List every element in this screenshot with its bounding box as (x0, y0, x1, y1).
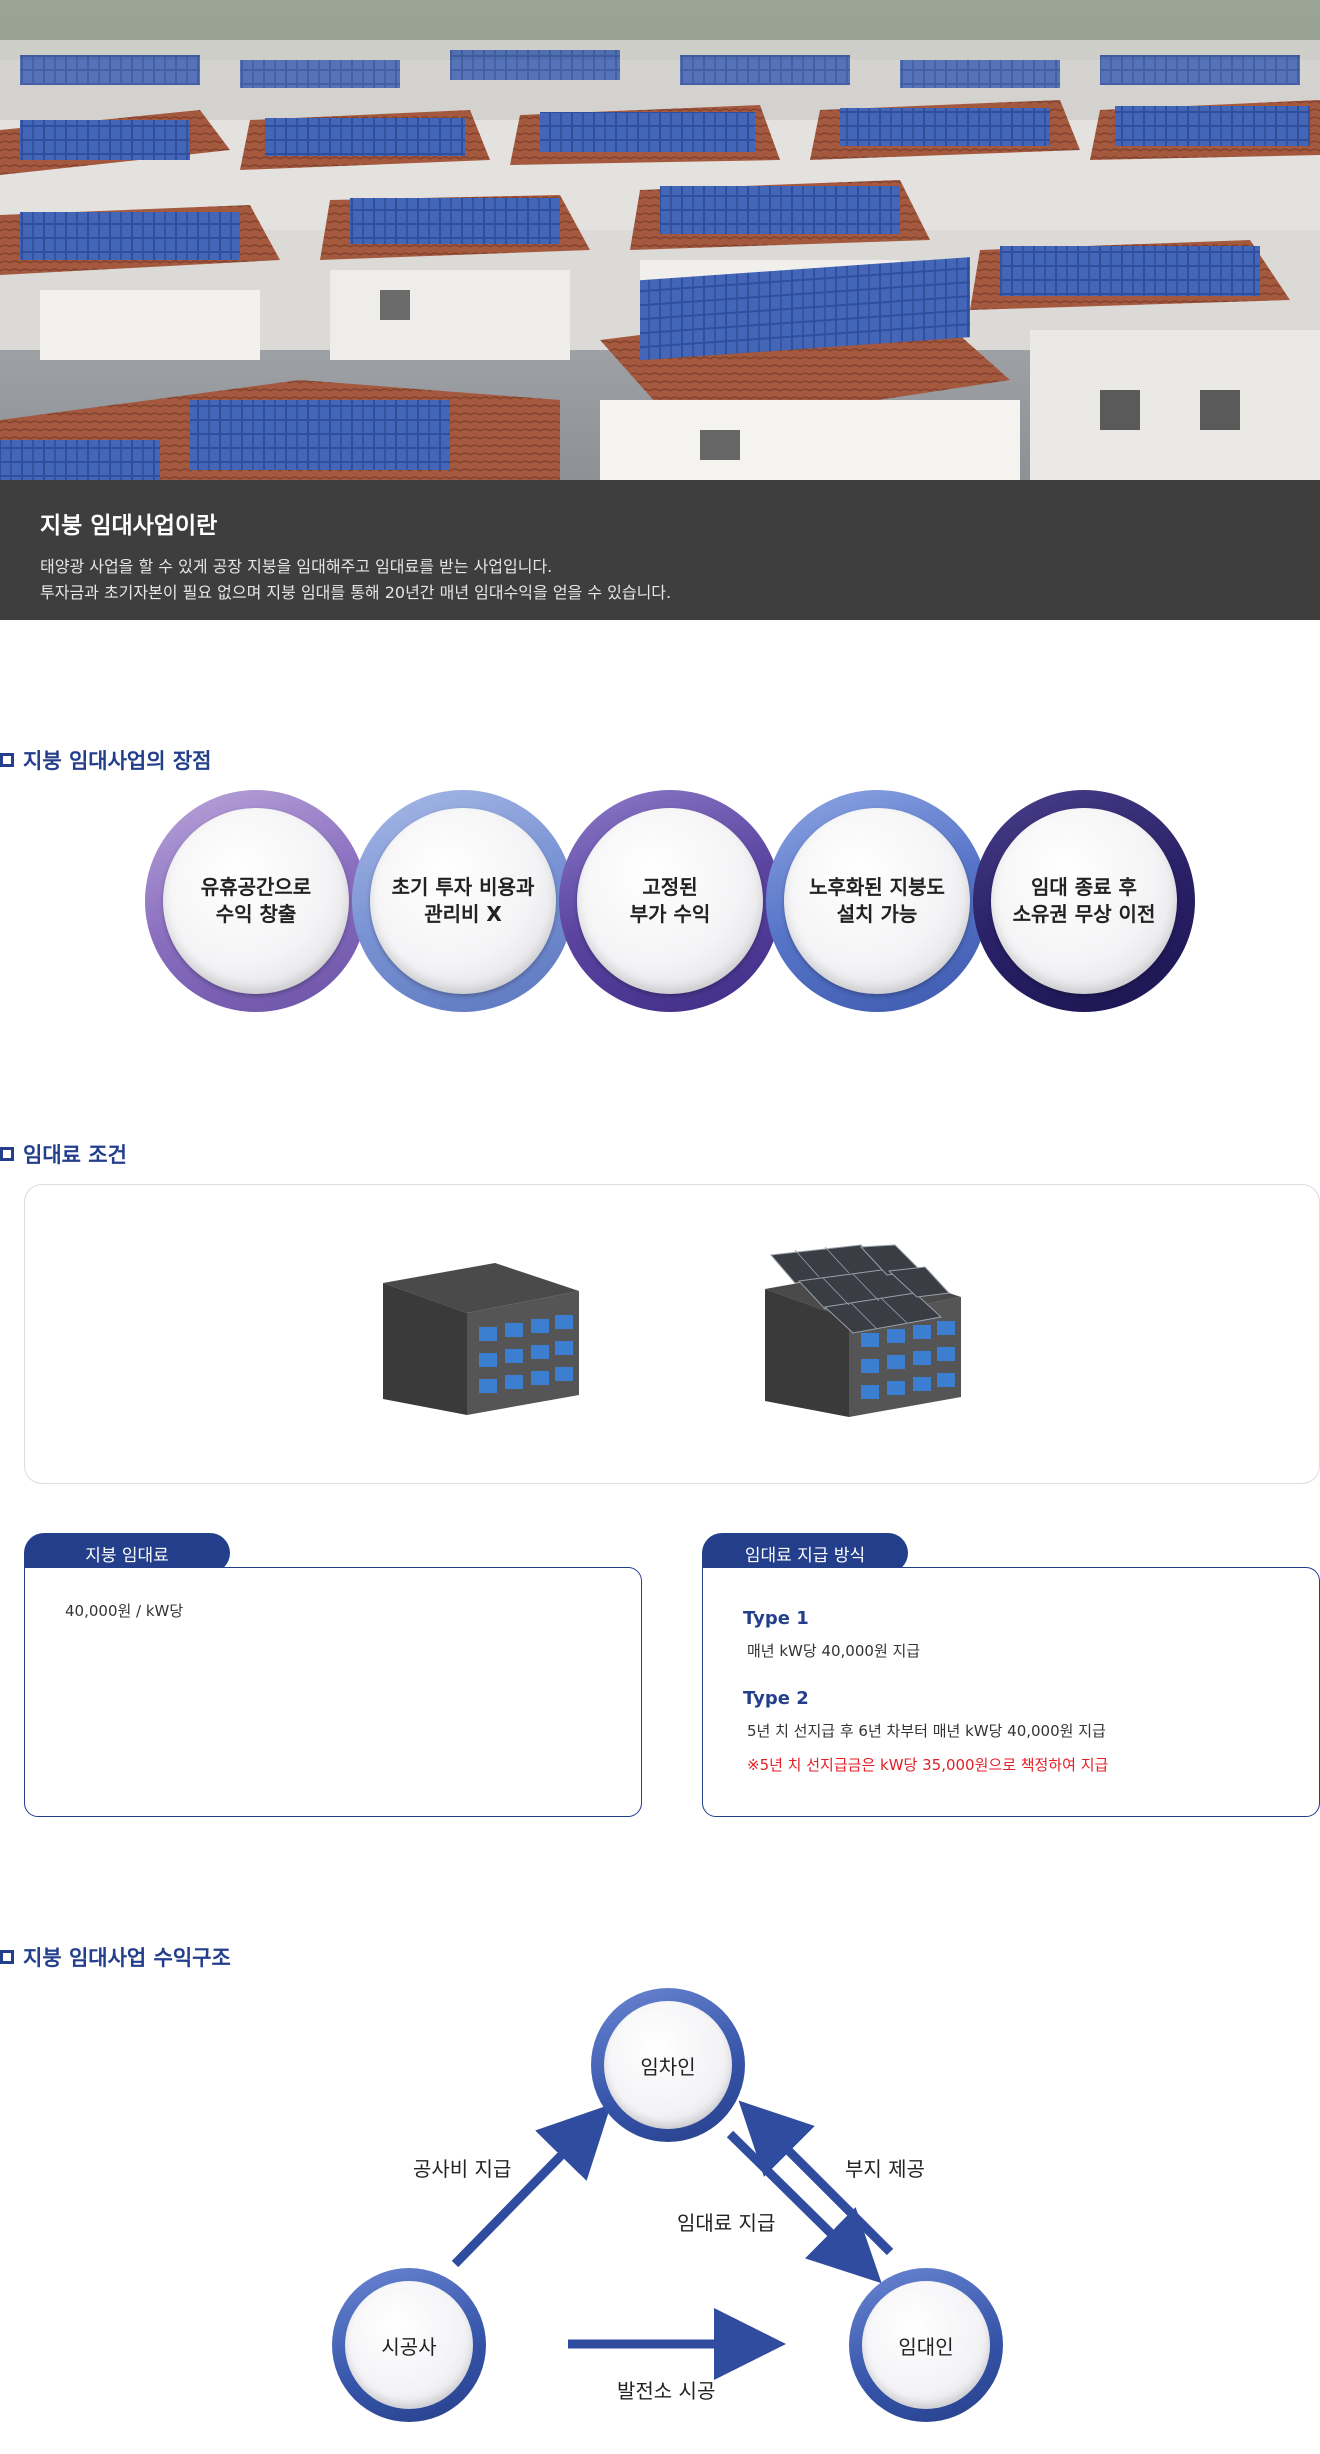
advantage-label: 초기 투자 비용과 관리비 X (391, 875, 535, 926)
section-title-text: 지붕 임대사업의 장점 (23, 749, 212, 773)
intro-line-2: 투자금과 초기자본이 필요 없으며 지붕 임대를 통해 20년간 매년 임대수익… (40, 583, 672, 602)
section-title-conditions: 임대료 조건 (0, 1139, 127, 1169)
label-construction-cost: 공사비 지급 (413, 2157, 512, 2181)
node-lessor: 임대인 (849, 2268, 1003, 2422)
type1-title: Type 1 (743, 1608, 809, 1629)
node-label: 시공사 (345, 2281, 473, 2409)
node-label: 임대인 (862, 2281, 990, 2409)
tab-roof-fee: 지붕 임대료 (24, 1533, 230, 1573)
payment-method-box: Type 1 매년 kW당 40,000원 지급 Type 2 5년 치 선지급… (702, 1567, 1320, 1817)
advantage-label: 고정된 부가 수익 (629, 875, 711, 926)
prepayment-note: ※5년 치 선지급금은 kW당 35,000원으로 책정하여 지급 (747, 1756, 1109, 1774)
intro-line-1: 태양광 사업을 할 수 있게 공장 지붕을 임대해주고 임대료를 받는 사업입니… (40, 557, 553, 576)
advantage-item: 초기 투자 비용과 관리비 X (352, 790, 574, 1012)
label-rent-payment: 임대료 지급 (677, 2211, 776, 2235)
node-contractor: 시공사 (332, 2268, 486, 2422)
advantage-item: 유휴공간으로 수익 창출 (145, 790, 367, 1012)
building-icon (383, 1263, 579, 1415)
section-title-structure: 지붕 임대사업 수익구조 (0, 1942, 231, 1972)
building-icons (383, 1244, 961, 1417)
solar-building-icon (765, 1244, 961, 1417)
label-site-provision: 부지 제공 (845, 2157, 925, 2181)
arrow-contractor-to-lessee (451, 2104, 612, 2268)
tab-label: 임대료 지급 방식 (744, 1545, 866, 1566)
type2-title: Type 2 (743, 1688, 809, 1709)
fee-value: 40,000원 / kW당 (65, 1602, 184, 1620)
tab-label: 지붕 임대료 (85, 1545, 169, 1566)
flow-arrows (451, 2100, 894, 2380)
advantage-item: 임대 종료 후 소유권 무상 이전 (973, 790, 1195, 1012)
arrow-lessor-to-lessee (738, 2100, 894, 2256)
advantage-item: 노후화된 지붕도 설치 가능 (766, 790, 988, 1012)
square-bullet-icon (0, 1950, 14, 1964)
roof-fee-box: 40,000원 / kW당 (24, 1567, 642, 1817)
intro-banner: 지붕 임대사업이란 태양광 사업을 할 수 있게 공장 지붕을 임대해주고 임대… (0, 480, 1320, 620)
solar-rooftops-illustration (0, 0, 1320, 480)
advantage-item: 고정된 부가 수익 (559, 790, 781, 1012)
type1-desc: 매년 kW당 40,000원 지급 (747, 1642, 921, 1660)
node-lessee: 임차인 (591, 1988, 745, 2142)
section-title-text: 임대료 조건 (23, 1143, 127, 1167)
advantage-label: 임대 종료 후 소유권 무상 이전 (1012, 875, 1156, 926)
hero-image (0, 0, 1320, 480)
building-illustration-panel (24, 1184, 1320, 1484)
advantages-list: 유휴공간으로 수익 창출 초기 투자 비용과 관리비 X 고정된 부가 수익 노… (145, 790, 1205, 1020)
square-bullet-icon (0, 1147, 14, 1161)
label-plant-construction: 발전소 시공 (617, 2379, 716, 2403)
tab-payment-method: 임대료 지급 방식 (702, 1533, 908, 1573)
type2-desc: 5년 치 선지급 후 6년 차부터 매년 kW당 40,000원 지급 (747, 1722, 1106, 1740)
node-label: 임차인 (604, 2001, 732, 2129)
section-title-advantages: 지붕 임대사업의 장점 (0, 745, 212, 775)
intro-title: 지붕 임대사업이란 (40, 513, 218, 539)
advantage-label: 노후화된 지붕도 설치 가능 (809, 875, 945, 926)
advantage-label: 유휴공간으로 수익 창출 (200, 875, 312, 926)
square-bullet-icon (0, 753, 14, 767)
section-title-text: 지붕 임대사업 수익구조 (23, 1946, 231, 1970)
